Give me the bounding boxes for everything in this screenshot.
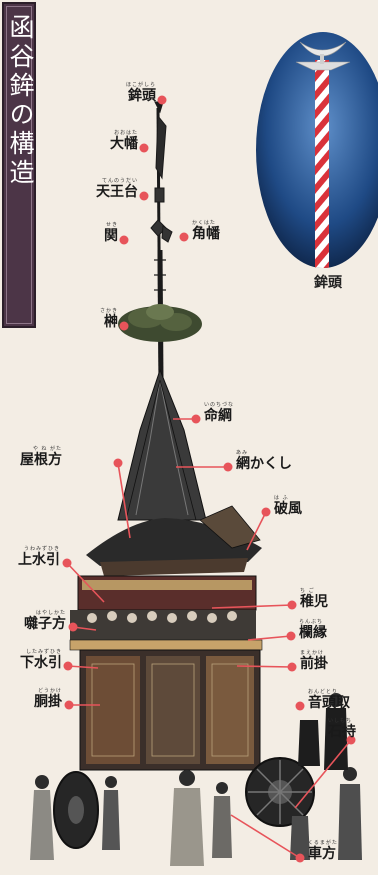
label-ondotori: おんどとり音頭取 [308, 689, 350, 711]
roof [86, 505, 262, 576]
label-oohata: おおはた大幡 [110, 130, 138, 152]
label-amikakushi: あみ網かくし [236, 450, 292, 472]
leader-lines [66, 418, 352, 859]
label-hokogashira: ほこがしら鉾頭 [125, 82, 156, 104]
main-body [79, 649, 261, 771]
label-ishimochi: いしもち石持 [328, 718, 356, 740]
label-kakuhata: かくはた角幡 [192, 220, 220, 242]
label-ranbuchi: らんぶち欄縁 [299, 619, 327, 641]
label-maekake: まえかけ前掛 [300, 650, 328, 672]
label-kurumakata: くるまがた車方 [308, 840, 338, 862]
wheels [53, 757, 315, 849]
upper-body [69, 575, 263, 651]
ami-kakushi-cone [117, 368, 207, 521]
label-uwamizuhiki: うわみずひき上水引 [18, 546, 60, 568]
label-hafu: は ふ破風 [274, 495, 302, 517]
hokogashira-inset-photo [256, 32, 378, 268]
inset-caption: 鉾頭 [314, 275, 342, 291]
label-doukake: どうかけ胴掛 [34, 688, 62, 710]
label-inochizuna: いのちづな命綱 [204, 402, 235, 424]
label-yanegata: や ね がた屋根方 [20, 446, 62, 468]
label-hayashikata: はやしかた囃子方 [24, 610, 66, 632]
label-chigo: ち ご稚児 [300, 588, 328, 610]
label-dots [62, 95, 356, 863]
label-shitamizuhiki: したみずひき下水引 [20, 649, 62, 671]
people [30, 693, 362, 866]
diagram-title: 函谷鉾の構造 [6, 14, 35, 188]
label-tennoudai: てんのうだい天王台 [96, 178, 138, 200]
label-sakaki: さかき榊 [99, 308, 118, 330]
sakaki-foliage [118, 304, 202, 342]
label-seki: せき関 [104, 222, 118, 244]
title-panel: 函谷鉾の構造 [2, 2, 36, 328]
